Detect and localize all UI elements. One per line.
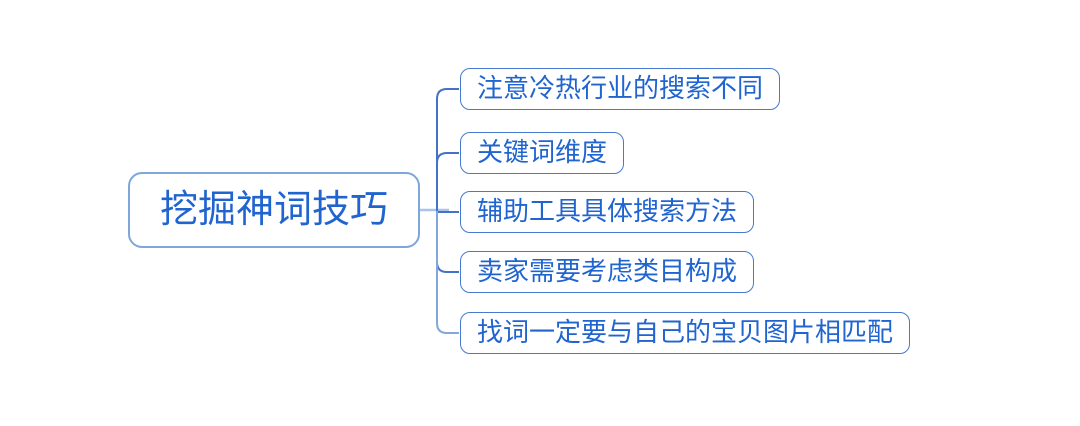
branch-node-match-product-image[interactable]: 找词一定要与自己的宝贝图片相匹配 [460, 312, 911, 354]
branch-node-label: 卖家需要考虑类目构成 [477, 257, 738, 286]
connector-branch-4 [436, 211, 459, 273]
branch-node-label: 注意冷热行业的搜索不同 [477, 74, 764, 103]
connector-branch-2 [436, 152, 459, 211]
branch-node-label: 找词一定要与自己的宝贝图片相匹配 [477, 318, 894, 347]
branch-node-category-composition[interactable]: 卖家需要考虑类目构成 [460, 251, 755, 293]
branch-node-tool-search-method[interactable]: 辅助工具具体搜索方法 [460, 191, 755, 233]
branch-node-label: 关键词维度 [477, 138, 608, 167]
connector-branch-5 [436, 211, 459, 334]
branch-node-keyword-dimension[interactable]: 关键词维度 [460, 132, 625, 174]
connector-branch-1 [436, 88, 459, 211]
root-node-label: 挖掘神词技巧 [159, 189, 388, 231]
branch-node-label: 辅助工具具体搜索方法 [477, 197, 738, 226]
branch-node-search-difference[interactable]: 注意冷热行业的搜索不同 [460, 68, 781, 110]
root-node[interactable]: 挖掘神词技巧 [128, 172, 420, 248]
